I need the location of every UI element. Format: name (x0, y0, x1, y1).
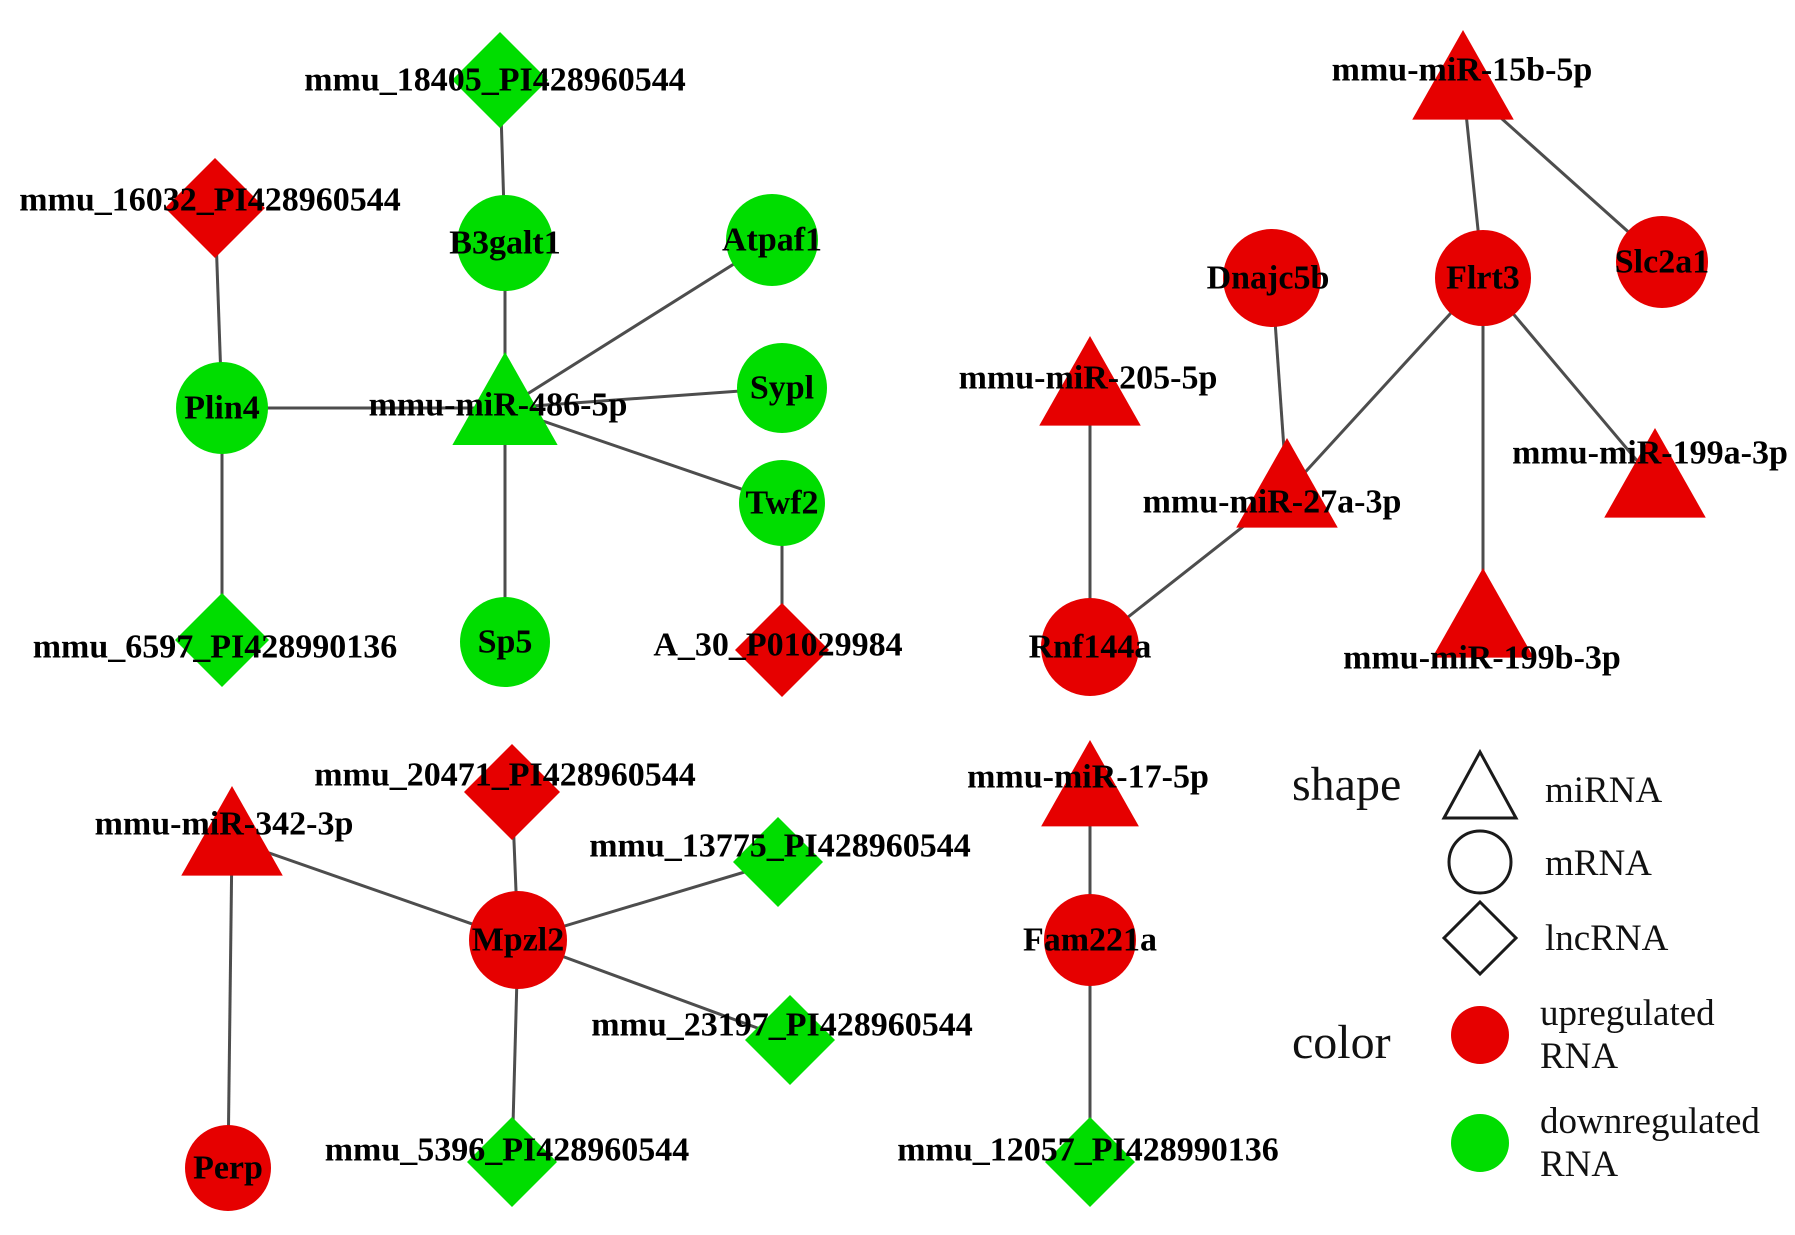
node-diamond-lnc13775 (733, 817, 823, 907)
node-label-slc2a1: Slc2a1 (1615, 244, 1709, 281)
node-label-lnc16032: mmu_16032_PI428960544 (19, 182, 401, 219)
edge-mir486-twf2 (504, 406, 783, 505)
node-triangle-mir27a (1236, 438, 1338, 528)
downregulated-swatch-icon (1451, 1114, 1509, 1172)
node-label-atpaf1: Atpaf1 (722, 222, 822, 259)
node-diamond-lnc20471 (464, 744, 560, 840)
edge-mir342-mpzl2 (231, 838, 519, 942)
edge-mir486-sypl (504, 386, 783, 410)
legend-downregulated-label: downregulated (1540, 1101, 1760, 1142)
node-diamond-lnc16032 (165, 158, 265, 258)
node-label-lnc23197: mmu_23197_PI428960544 (591, 1007, 973, 1044)
node-diamond-lnc23197 (745, 995, 835, 1085)
node-circle-sypl (737, 343, 827, 433)
node-label-mpzl2: Mpzl2 (472, 922, 565, 959)
node-label-sypl: Sypl (750, 370, 814, 407)
node-circle-rnf144a (1041, 598, 1139, 696)
node-label-a30: A_30_P01029984 (653, 627, 902, 664)
node-circle-slc2a1 (1616, 216, 1708, 308)
node-circle-fam221a (1044, 894, 1136, 986)
node-label-mir486: mmu-miR-486-5p (369, 387, 628, 424)
legend-upregulated-label2: RNA (1540, 1036, 1618, 1077)
node-label-mir205: mmu-miR-205-5p (959, 360, 1218, 397)
node-label-perp: Perp (193, 1150, 263, 1187)
node-label-twf2: Twf2 (745, 485, 818, 522)
node-triangle-mir15b (1412, 30, 1514, 120)
nodes-layer (165, 30, 1708, 1211)
legend-color-title: color (1292, 1016, 1391, 1069)
node-diamond-lnc6597 (175, 593, 269, 687)
node-triangle-mir17 (1041, 740, 1139, 827)
node-diamond-lnc12057 (1045, 1117, 1135, 1207)
node-label-dnajc5b: Dnajc5b (1207, 260, 1330, 297)
edges-layer (213, 79, 1664, 1169)
node-label-mir199b: mmu-miR-199b-3p (1343, 640, 1621, 677)
mrna-circle-icon (1447, 829, 1513, 895)
node-diamond-lnc18405 (452, 32, 548, 128)
edge-flrt3-mir27a (1285, 276, 1485, 494)
node-circle-dnajc5b (1223, 229, 1321, 327)
legend-mirna-label: miRNA (1545, 770, 1662, 811)
node-circle-mpzl2 (469, 891, 567, 989)
node-label-plin4: Plin4 (184, 390, 260, 427)
node-label-fam221a: Fam221a (1023, 922, 1157, 959)
node-label-lnc5396: mmu_5396_PI428960544 (325, 1132, 690, 1169)
node-label-mir15b: mmu-miR-15b-5p (1332, 52, 1593, 89)
node-diamond-lnc5396 (467, 1117, 557, 1207)
mirna-triangle-icon (1441, 748, 1519, 820)
node-circle-perp (185, 1125, 271, 1211)
node-triangle-mir205 (1039, 336, 1141, 426)
node-circle-flrt3 (1435, 230, 1531, 326)
node-label-mir17: mmu-miR-17-5p (967, 759, 1209, 796)
node-diamond-a30 (735, 603, 829, 697)
node-triangle-mir486 (452, 352, 558, 445)
node-circle-sp5 (460, 597, 550, 687)
legend-shape-title: shape (1292, 758, 1401, 811)
node-label-lnc18405: mmu_18405_PI428960544 (304, 62, 686, 99)
node-circle-plin4 (176, 362, 268, 454)
edge-mir342-perp (226, 839, 234, 1169)
legend: shape miRNA mRNA lncRNA color upregulate… (1292, 748, 1760, 1185)
node-label-rnf144a: Rnf144a (1029, 629, 1152, 666)
node-triangle-mir199a (1604, 428, 1706, 518)
node-label-lnc13775: mmu_13775_PI428960544 (589, 828, 971, 865)
node-label-mir342: mmu-miR-342-3p (95, 806, 354, 843)
upregulated-swatch-icon (1451, 1006, 1509, 1064)
node-circle-twf2 (739, 460, 825, 546)
node-label-lnc6597: mmu_6597_PI428990136 (33, 629, 398, 666)
edge-mir486-atpaf1 (504, 238, 773, 410)
node-label-b3galt1: B3galt1 (449, 225, 560, 262)
legend-mrna-label: mRNA (1545, 843, 1652, 884)
legend-downregulated-label2: RNA (1540, 1144, 1618, 1185)
node-circle-atpaf1 (726, 194, 818, 286)
node-triangle-mir342 (181, 786, 283, 876)
lncrna-diamond-icon (1441, 899, 1519, 977)
node-triangle-mir199b (1432, 568, 1534, 658)
node-label-sp5: Sp5 (478, 624, 533, 661)
node-circle-b3galt1 (457, 195, 553, 291)
node-label-lnc12057: mmu_12057_PI428990136 (897, 1132, 1279, 1169)
node-label-mir199a: mmu-miR-199a-3p (1512, 435, 1788, 472)
node-label-mir27a: mmu-miR-27a-3p (1143, 484, 1402, 521)
node-label-flrt3: Flrt3 (1446, 260, 1520, 297)
node-label-lnc20471: mmu_20471_PI428960544 (314, 757, 696, 794)
legend-upregulated-label: upregulated (1540, 993, 1715, 1034)
legend-lncrna-label: lncRNA (1545, 918, 1669, 959)
